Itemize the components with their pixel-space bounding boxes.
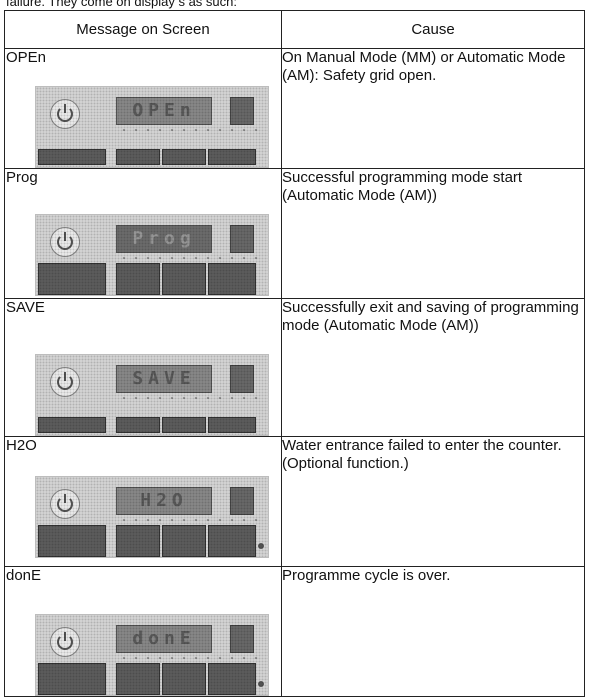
- table-row: SAVE SAVE Successfully exit and saving o…: [4, 298, 585, 437]
- panel-button: [116, 263, 160, 295]
- panel-button: [208, 417, 256, 433]
- panel-knob: [258, 543, 264, 549]
- indicator-dots: [118, 395, 258, 401]
- message-cell: SAVE SAVE: [4, 298, 282, 437]
- cause-cell: Successfully exit and saving of programm…: [281, 298, 585, 437]
- panel-button: [162, 149, 206, 165]
- message-code: H2O: [6, 437, 37, 454]
- panel-button: [116, 663, 160, 695]
- panel-button: [116, 525, 160, 557]
- message-cell: Prog Prog: [4, 168, 282, 299]
- panel-button: [116, 417, 160, 433]
- panel-button: [162, 263, 206, 295]
- indicator-dots: [118, 517, 258, 523]
- panel-button: [162, 417, 206, 433]
- message-code: SAVE: [6, 299, 45, 316]
- panel-button: [162, 525, 206, 557]
- display-readout: OPEn: [116, 97, 212, 125]
- table-row: OPEn OPEn On Manual Mode (MM) or Automat…: [4, 48, 585, 169]
- control-panel-image: OPEn: [35, 86, 269, 168]
- panel-button: [208, 149, 256, 165]
- indicator-dots: [118, 127, 258, 133]
- table-row: donE donE Programme cycle is over.: [4, 566, 585, 697]
- message-cell: OPEn OPEn: [4, 48, 282, 169]
- display-readout: SAVE: [116, 365, 212, 393]
- indicator-square: [230, 97, 254, 125]
- panel-button: [38, 663, 106, 695]
- panel-button: [208, 525, 256, 557]
- panel-button: [116, 149, 160, 165]
- panel-button: [38, 525, 106, 557]
- panel-button: [38, 149, 106, 165]
- indicator-square: [230, 225, 254, 253]
- display-readout: Prog: [116, 225, 212, 253]
- header-message-on-screen: Message on Screen: [4, 10, 282, 49]
- table-row: Prog Prog Successful programming mode st…: [4, 168, 585, 299]
- panel-button: [208, 663, 256, 695]
- control-panel-image: H2O: [35, 476, 269, 558]
- table-row: H2O H2O Water entrance failed to enter t…: [4, 436, 585, 567]
- power-icon: [50, 227, 80, 257]
- power-icon: [50, 489, 80, 519]
- indicator-square: [230, 487, 254, 515]
- header-cause: Cause: [281, 10, 585, 49]
- message-cell: donE donE: [4, 566, 282, 697]
- cause-cell: Water entrance failed to enter the count…: [281, 436, 585, 567]
- control-panel-image: Prog: [35, 214, 269, 296]
- message-code: donE: [6, 567, 42, 584]
- cause-cell: Successful programming mode start (Autom…: [281, 168, 585, 299]
- message-table: Message on Screen Cause OPEn OPEn On Man…: [4, 10, 585, 697]
- power-icon: [50, 367, 80, 397]
- message-cell: H2O H2O: [4, 436, 282, 567]
- panel-button: [162, 663, 206, 695]
- panel-button: [38, 417, 106, 433]
- power-icon: [50, 99, 80, 129]
- indicator-square: [230, 625, 254, 653]
- indicator-dots: [118, 255, 258, 261]
- power-icon: [50, 627, 80, 657]
- table-header-row: Message on Screen Cause: [4, 10, 585, 49]
- message-code: OPEn: [6, 49, 47, 66]
- indicator-square: [230, 365, 254, 393]
- intro-text: failure. They come on display s as such:: [6, 0, 237, 9]
- panel-knob: [258, 681, 264, 687]
- display-readout: H2O: [116, 487, 212, 515]
- control-panel-image: donE: [35, 614, 269, 696]
- cause-cell: Programme cycle is over.: [281, 566, 585, 697]
- panel-button: [38, 263, 106, 295]
- control-panel-image: SAVE: [35, 354, 269, 436]
- display-readout: donE: [116, 625, 212, 653]
- panel-button: [208, 263, 256, 295]
- message-code: Prog: [6, 169, 38, 186]
- cause-cell: On Manual Mode (MM) or Automatic Mode (A…: [281, 48, 585, 169]
- indicator-dots: [118, 655, 258, 661]
